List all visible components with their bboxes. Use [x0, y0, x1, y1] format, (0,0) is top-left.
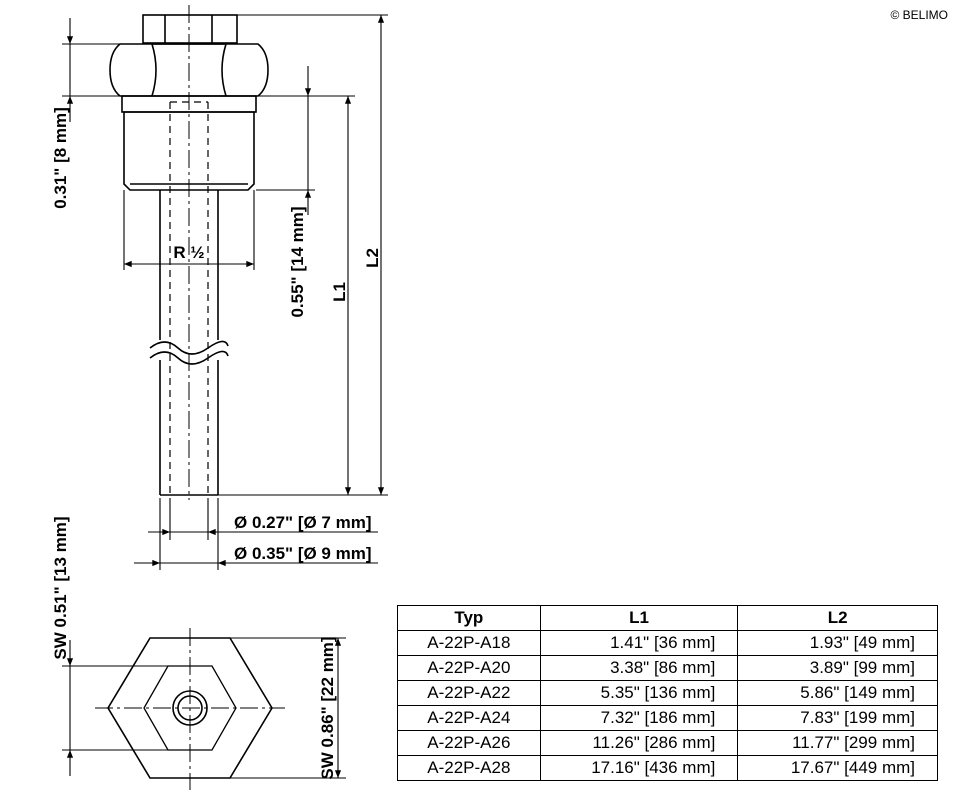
label-l2: L2: [363, 248, 382, 268]
top-cap: [142, 14, 238, 44]
header-l2: L2: [737, 605, 938, 631]
end-view: [62, 628, 346, 790]
break-line: [149, 340, 229, 355]
dimensions-table: Typ L1 L2 A-22P-A18 1.41" [36 mm] 1.93" …: [397, 605, 938, 781]
cell-l1: 7.32" [186 mm]: [539, 705, 739, 731]
copyright-label: © BELIMO: [890, 8, 948, 22]
table-row: A-22P-A20 3.38" [86 mm] 3.89" [99 mm]: [397, 655, 938, 681]
dimension-labels: L2 L1 0.55" [14 mm] 0.31" [8 mm] R ½ Ø 0…: [51, 107, 382, 779]
cell-l2: 1.93" [49 mm]: [737, 630, 938, 656]
label-thread-length: 0.55" [14 mm]: [288, 206, 307, 317]
cell-typ: A-22P-A26: [397, 730, 541, 756]
cell-typ: A-22P-A24: [397, 705, 541, 731]
cell-l2: 7.83" [199 mm]: [737, 705, 938, 731]
table-row: A-22P-A26 11.26" [286 mm] 11.77" [299 mm…: [397, 730, 938, 756]
thread-body: [123, 111, 255, 191]
cell-l1: 1.41" [36 mm]: [539, 630, 739, 656]
header-l1: L1: [539, 605, 739, 631]
label-l1: L1: [330, 282, 349, 302]
cell-typ: A-22P-A22: [397, 680, 541, 706]
cell-l1: 17.16" [436 mm]: [539, 755, 739, 781]
label-diameter-inner: Ø 0.27" [Ø 7 mm]: [234, 513, 372, 532]
cell-l2: 11.77" [299 mm]: [737, 730, 938, 756]
label-sw-small: SW 0.51" [13 mm]: [51, 516, 70, 659]
cell-typ: A-22P-A20: [397, 655, 541, 681]
cell-typ: A-22P-A18: [397, 630, 541, 656]
cell-typ: A-22P-A28: [397, 755, 541, 781]
cell-l2: 17.67" [449 mm]: [737, 755, 938, 781]
label-nut-height: 0.31" [8 mm]: [51, 107, 70, 209]
table-row: A-22P-A28 17.16" [436 mm] 17.67" [449 mm…: [397, 755, 938, 781]
cell-l1: 3.38" [86 mm]: [539, 655, 739, 681]
table-row: A-22P-A22 5.35" [136 mm] 5.86" [149 mm]: [397, 680, 938, 706]
table-header-row: Typ L1 L2: [397, 605, 938, 631]
label-sw-large: SW 0.86" [22 mm]: [318, 636, 337, 779]
label-thread: R ½: [173, 243, 204, 262]
table-row: A-22P-A18 1.41" [36 mm] 1.93" [49 mm]: [397, 630, 938, 656]
cell-l2: 5.86" [149 mm]: [737, 680, 938, 706]
hex-small: [143, 665, 237, 751]
cell-l1: 5.35" [136 mm]: [539, 680, 739, 706]
cell-l1: 11.26" [286 mm]: [539, 730, 739, 756]
label-diameter-outer: Ø 0.35" [Ø 9 mm]: [234, 544, 372, 563]
table-row: A-22P-A24 7.32" [186 mm] 7.83" [199 mm]: [397, 705, 938, 731]
header-typ: Typ: [397, 605, 541, 631]
cell-l2: 3.89" [99 mm]: [737, 655, 938, 681]
dimension-lines: [62, 14, 388, 570]
